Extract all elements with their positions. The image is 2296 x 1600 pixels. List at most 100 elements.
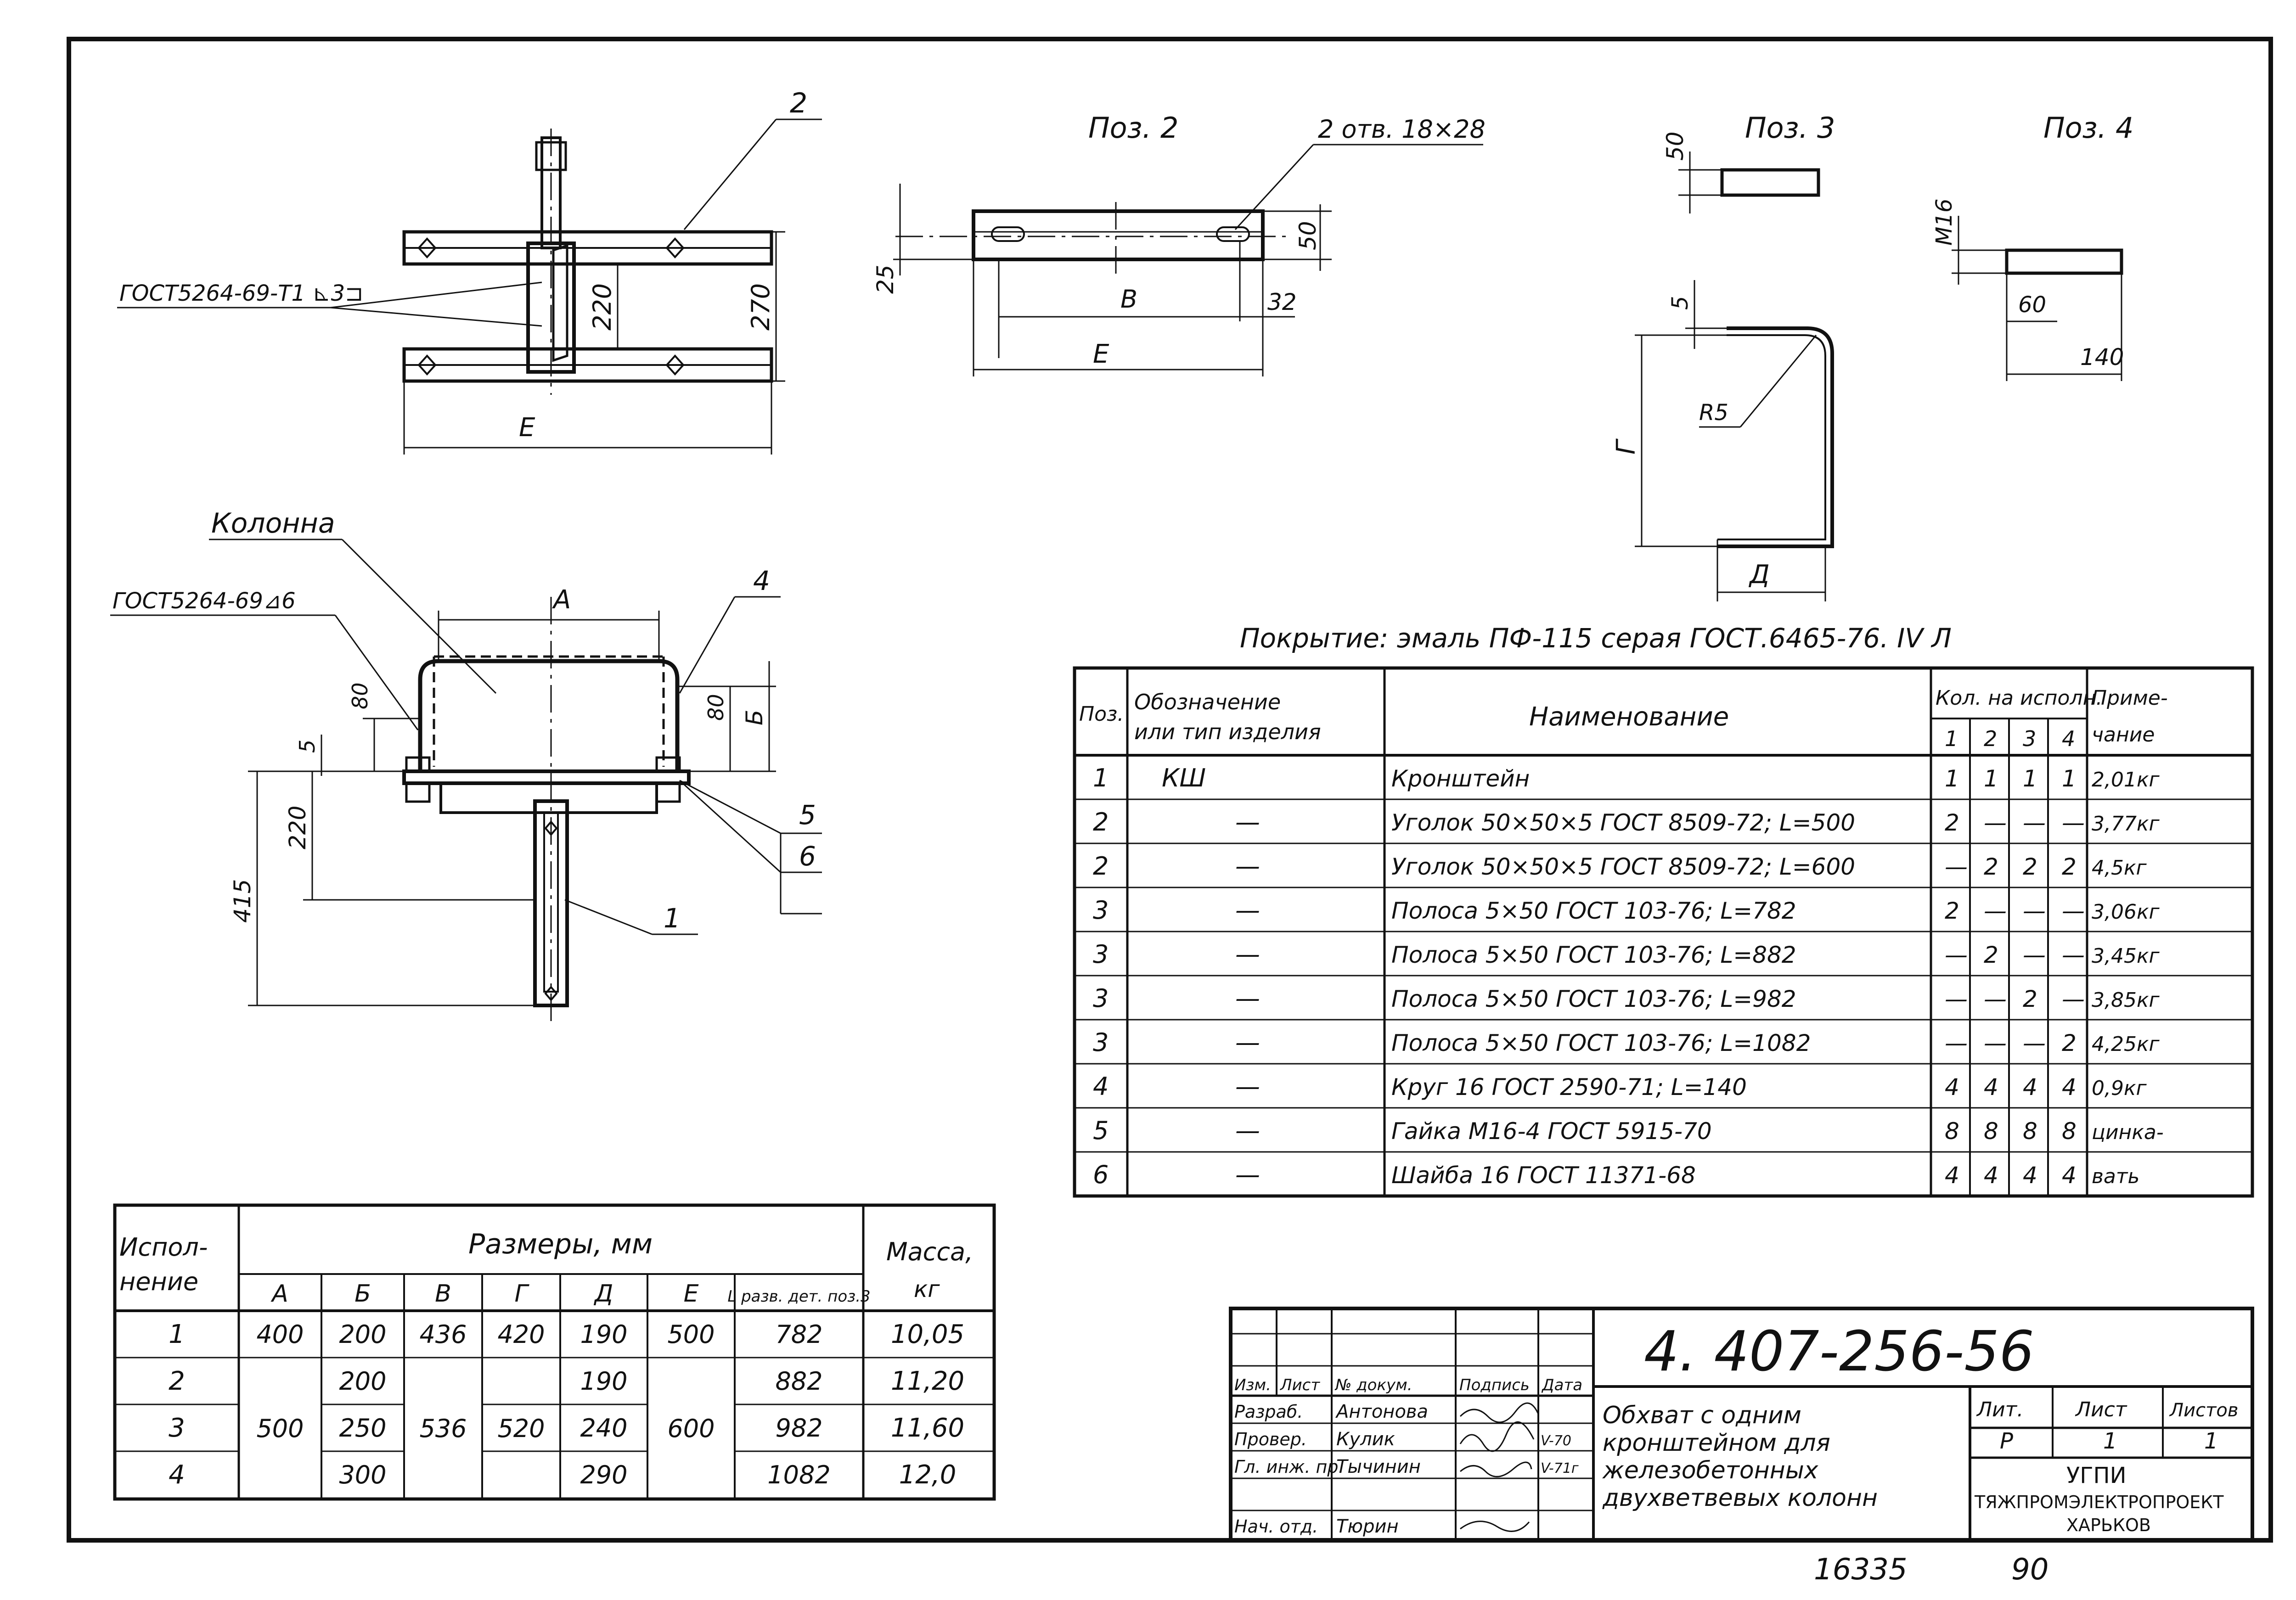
tb-col-head: Изм. xyxy=(1234,1376,1271,1394)
poz3-dim-50: 50 xyxy=(1662,131,1688,161)
spec-row-designation: КШ xyxy=(1162,764,1206,792)
spec-row-note: 3,06кг xyxy=(2092,900,2160,924)
spec-row-designation: — xyxy=(1235,1072,1260,1101)
size-cell-A: 400 xyxy=(256,1320,304,1349)
spec-row-qty-2: — xyxy=(1984,809,2007,836)
spec-row-qty-2: — xyxy=(1984,898,2007,924)
spec-row-qty-2: 2 xyxy=(1984,942,1998,968)
spec-row-qty-2: 4 xyxy=(1984,1162,1998,1189)
spec-head-note-1: Приме- xyxy=(2092,686,2168,710)
spec-row-name: Кронштейн xyxy=(1391,765,1530,792)
spec-row-qty-2: 2 xyxy=(1984,853,1998,880)
callout-2-top: 2 xyxy=(790,87,807,119)
size-row-mass: 11,20 xyxy=(891,1366,964,1396)
spec-row-designation: — xyxy=(1235,808,1260,836)
spec-row-qty-1: — xyxy=(1945,942,1968,968)
poz3-dim-5: 5 xyxy=(1667,296,1693,310)
size-cell-L: 982 xyxy=(775,1414,822,1443)
size-col-head: В xyxy=(435,1280,451,1308)
signature-scribble xyxy=(1460,1521,1530,1532)
spec-row-note: цинка- xyxy=(2092,1121,2164,1144)
tb-date: V-71г xyxy=(1541,1460,1579,1476)
spec-row-designation: — xyxy=(1235,984,1260,1013)
spec-row-qty-2: — xyxy=(1984,986,2007,1012)
spec-row-name: Полоса 5×50 ГОСТ 103-76; L=782 xyxy=(1391,898,1796,924)
size-cell-L: 882 xyxy=(775,1367,822,1396)
size-row-mass: 10,05 xyxy=(891,1319,964,1349)
spec-row-qty-1: 4 xyxy=(1945,1074,1959,1100)
size-col-head: Г xyxy=(515,1280,530,1308)
spec-row-designation: — xyxy=(1235,1116,1260,1145)
tb-date: V-70 xyxy=(1541,1433,1571,1449)
tb-role: Разраб. xyxy=(1234,1402,1303,1422)
spec-row-qty-4: 2 xyxy=(2062,853,2077,880)
weld-note-top: ГОСТ5264-69-Т1 ⊾3⊐ xyxy=(119,281,363,306)
signature-scribble xyxy=(1459,1421,1535,1452)
poz3-radius: R5 xyxy=(1699,400,1728,426)
dim-5-bottom: 5 xyxy=(295,740,320,753)
size-cell-merged-V: 536 xyxy=(419,1414,467,1443)
spec-row-qty-1: — xyxy=(1945,853,1968,880)
dim-270: 270 xyxy=(746,283,775,331)
poz3-dim-G: Г xyxy=(1611,438,1641,455)
spec-row-note: 0,9кг xyxy=(2092,1077,2147,1100)
spec-qty-head-2: 2 xyxy=(1984,726,1997,751)
size-head-sizes: Размеры, мм xyxy=(468,1228,653,1260)
coating-note: Покрытие: эмаль ПФ-115 серая ГОСТ.6465-7… xyxy=(1240,623,1952,654)
size-head-mass-2: кг xyxy=(914,1276,940,1302)
spec-row-designation: — xyxy=(1235,896,1260,925)
spec-row-qty-3: 4 xyxy=(2023,1162,2037,1189)
poz2-title: Поз. 2 xyxy=(1088,111,1178,145)
spec-row-qty-4: — xyxy=(2062,986,2085,1012)
spec-row-qty-1: 1 xyxy=(1945,765,1959,792)
spec-row-qty-1: — xyxy=(1945,986,1968,1012)
spec-row-poz: 6 xyxy=(1093,1160,1109,1189)
spec-row-note: 4,5кг xyxy=(2092,856,2147,880)
callout-3: 4 xyxy=(753,565,770,596)
spec-row-poz: 3 xyxy=(1093,1028,1109,1057)
doc-title-2: кронштейном для xyxy=(1603,1429,1830,1457)
poz2-dim-32: 32 xyxy=(1267,289,1297,315)
poz2-holes: 2 отв. 18×28 xyxy=(1318,115,1486,144)
spec-row-qty-3: 1 xyxy=(2023,765,2037,792)
spec-row-name: Шайба 16 ГОСТ 11371-68 xyxy=(1391,1162,1696,1189)
detail-poz3: Поз. 3 50 5 Г R5 Д xyxy=(1611,111,1835,601)
spec-row-poz: 3 xyxy=(1093,896,1109,925)
size-head-version-2: нение xyxy=(119,1267,198,1296)
poz3-title: Поз. 3 xyxy=(1745,111,1835,145)
size-cell-D: 190 xyxy=(580,1320,627,1349)
tb-sheet-head: Лист xyxy=(2075,1398,2127,1421)
spec-row-name: Полоса 5×50 ГОСТ 103-76; L=982 xyxy=(1391,986,1796,1012)
page-number: 90 xyxy=(2011,1553,2048,1587)
spec-row-qty-4: 1 xyxy=(2062,765,2077,792)
tb-role: Провер. xyxy=(1234,1429,1307,1449)
doc-title-3: железобетонных xyxy=(1602,1457,1819,1484)
size-cell-V: 436 xyxy=(419,1320,467,1349)
spec-row-poz: 1 xyxy=(1093,764,1109,792)
size-col-head: L разв. дет. поз.3 xyxy=(727,1287,870,1306)
spec-row-poz: 4 xyxy=(1093,1072,1109,1101)
tb-lit: Р xyxy=(2000,1428,2013,1454)
size-head-mass-1: Масса, xyxy=(886,1237,973,1266)
detail-poz4: Поз. 4 М16 60 140 xyxy=(1931,111,2133,381)
main-view-bottom: Колонна ГОСТ5264-69⊿6 А 80 5 80 Б 220 41… xyxy=(110,507,822,1024)
spec-row-note: 3,45кг xyxy=(2092,944,2160,968)
spec-row-poz: 2 xyxy=(1093,808,1109,836)
spec-row-poz: 2 xyxy=(1093,852,1109,881)
spec-head-designation-1: Обозначение xyxy=(1134,690,1281,714)
tb-sheet: 1 xyxy=(2103,1428,2117,1454)
spec-head-designation-2: или тип изделия xyxy=(1134,719,1321,744)
spec-row-designation: — xyxy=(1235,1160,1260,1189)
size-cell-D: 240 xyxy=(580,1414,627,1443)
callout-4: 5 xyxy=(799,799,816,831)
size-row-version: 3 xyxy=(169,1413,185,1443)
spec-row-qty-4: — xyxy=(2062,898,2085,924)
spec-row-qty-4: — xyxy=(2062,942,2085,968)
tb-org-2: ТЯЖПРОМЭЛЕКТРОПРОЕКТ xyxy=(1974,1492,2224,1512)
spec-row-qty-3: 4 xyxy=(2023,1074,2037,1100)
spec-row-designation: — xyxy=(1235,1028,1260,1057)
poz4-thread: М16 xyxy=(1931,199,1957,246)
archive-number: 16335 xyxy=(1814,1553,1908,1587)
tb-sheets-head: Листов xyxy=(2169,1400,2238,1421)
spec-row-qty-3: 8 xyxy=(2023,1118,2037,1145)
